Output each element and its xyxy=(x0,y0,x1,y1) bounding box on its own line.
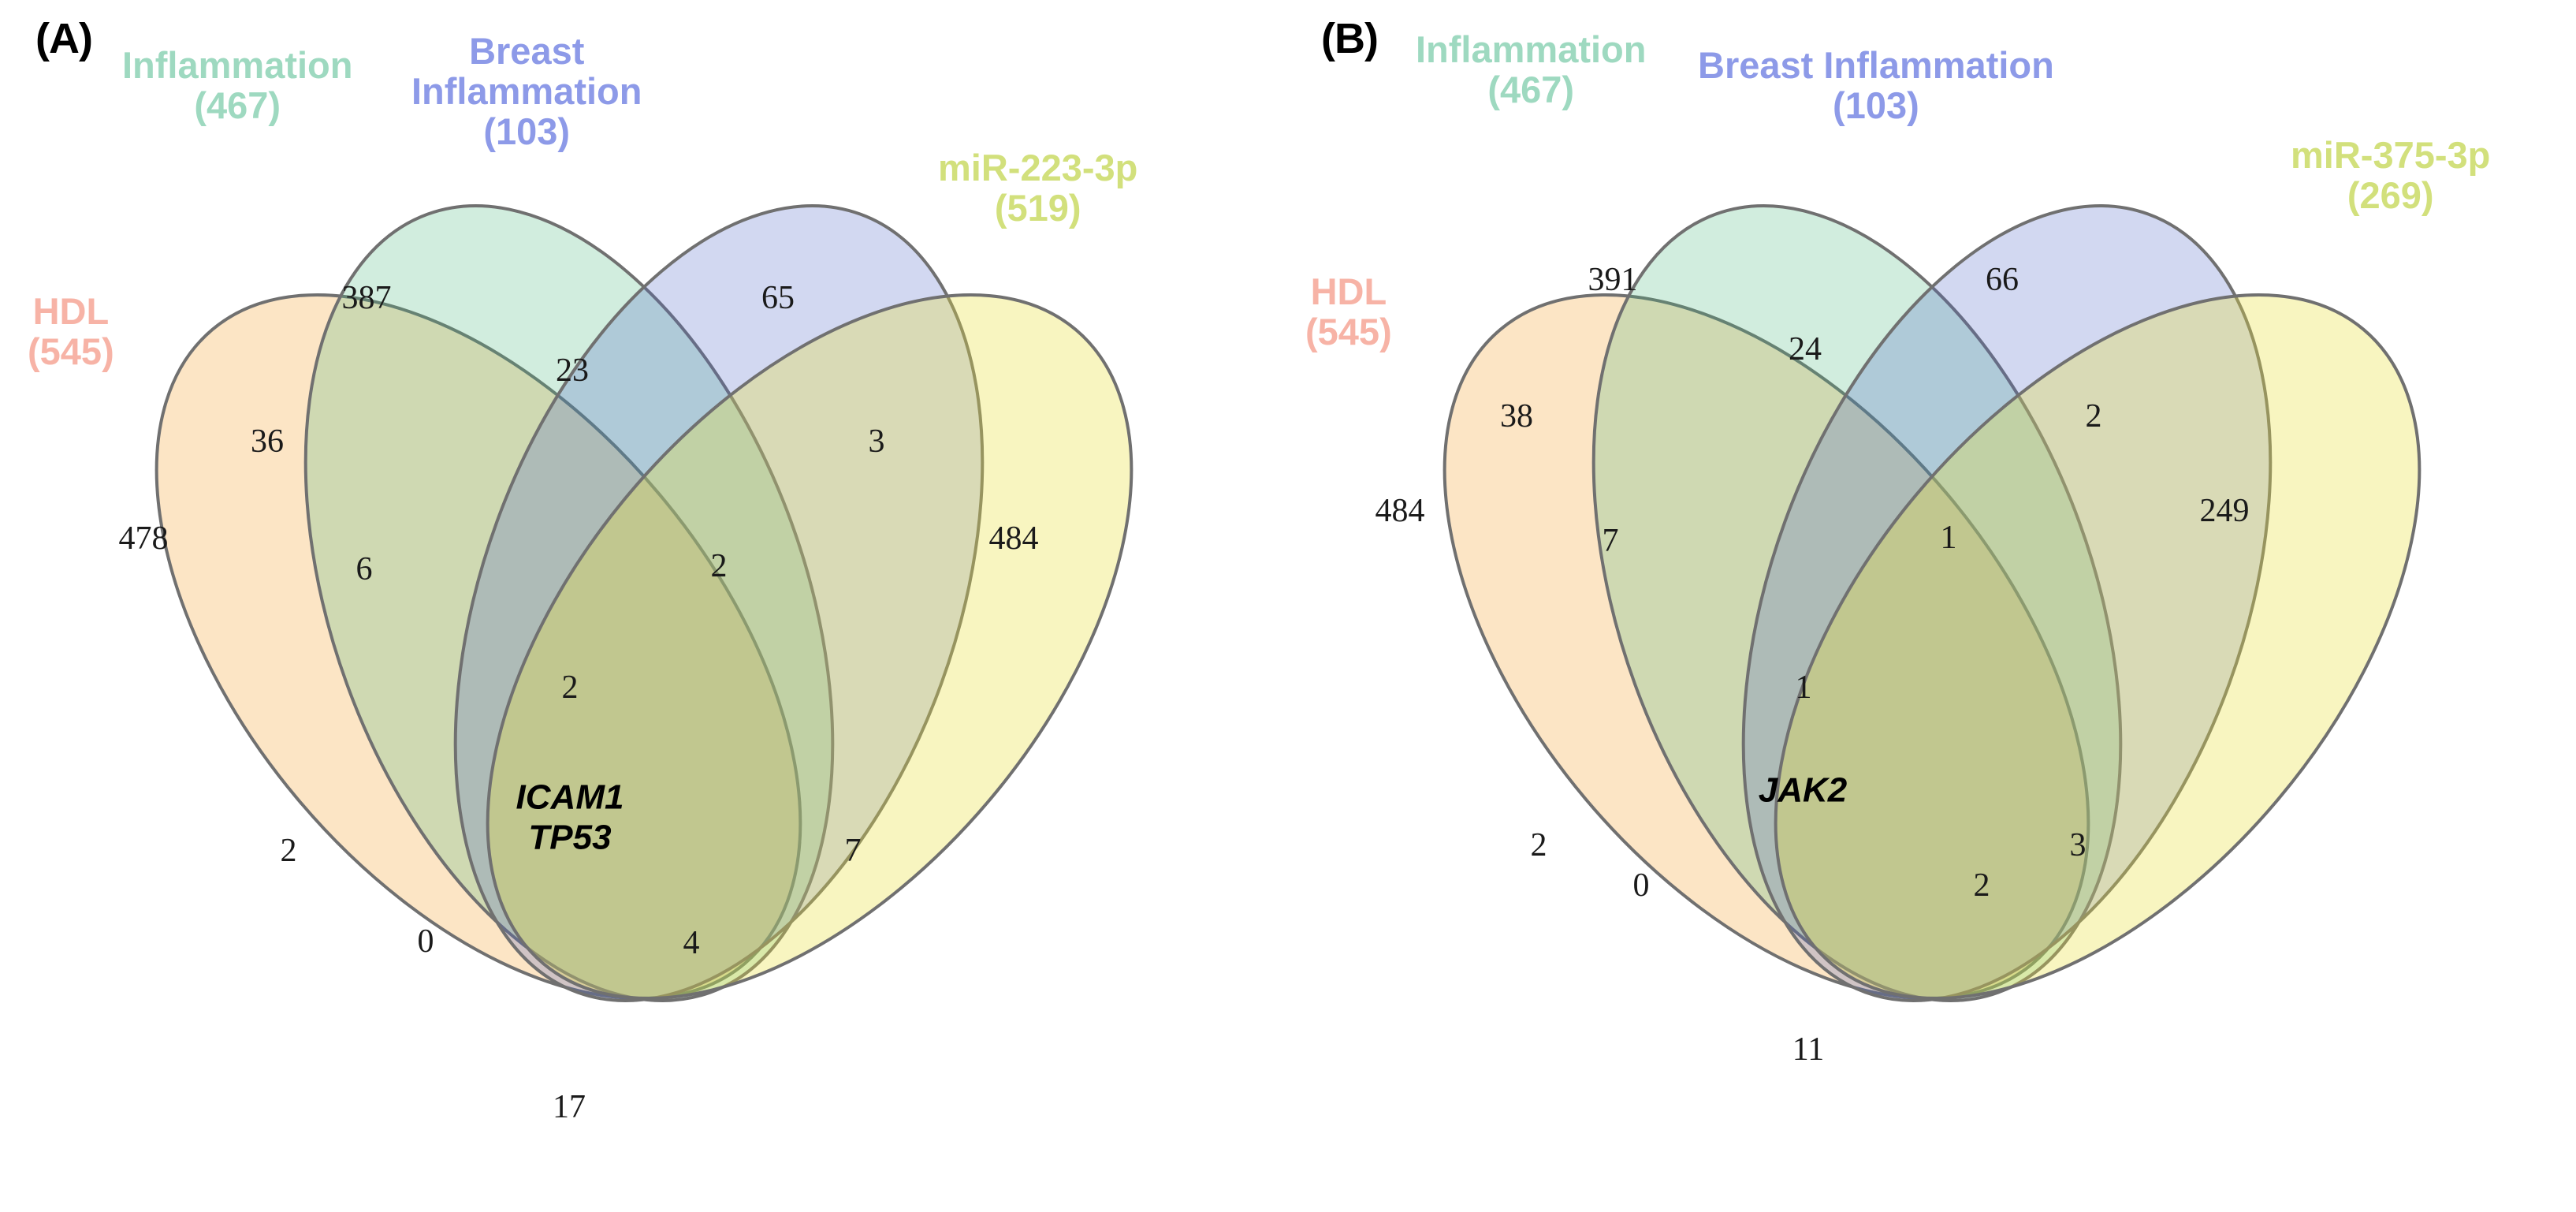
region-infl-bi-mir-a: 2 xyxy=(710,548,728,584)
set-label-mirna-a: miR-223-3p (519) xyxy=(938,147,1138,229)
region-hdl-infl-bi-b: 7 xyxy=(1602,523,1619,559)
panel-b-letter: (B) xyxy=(1321,15,1379,62)
region-hdl-bi-mir-b: 0 xyxy=(1632,867,1650,904)
region-infl-bi-mir-b: 1 xyxy=(1940,520,1957,556)
region-hdl-infl-b: 38 xyxy=(1500,398,1533,434)
ellipse-inflammation-a xyxy=(303,204,835,1002)
gene-name-jak2: JAK2 xyxy=(1758,770,1848,810)
region-infl-mir-b: 3 xyxy=(2069,827,2086,863)
set-label-inflammation-b: Inflammation (467) xyxy=(1416,28,1647,110)
region-hdl-bi-b: 2 xyxy=(1530,827,1547,863)
gene-label-b: JAK2 xyxy=(1759,771,1848,811)
region-hdl-only-a: 478 xyxy=(118,520,169,557)
venn-shapes-a xyxy=(154,204,1134,1002)
region-hdl-infl-bi-a: 6 xyxy=(356,551,373,587)
region-hdl-mir-a: 17 xyxy=(553,1089,586,1125)
ellipse-mirna-a xyxy=(486,293,1134,1001)
region-hdl-infl-a: 36 xyxy=(251,423,284,460)
region-hdl-bi-a: 2 xyxy=(280,833,297,869)
region-hdl-bi-mir-a: 0 xyxy=(417,923,434,960)
venn-shapes-b xyxy=(1442,204,2422,1002)
region-infl-only-b: 391 xyxy=(1588,262,1638,298)
region-bi-only-b: 66 xyxy=(1986,262,2019,298)
set-label-breast-inflammation-a: Breast Inflammation (103) xyxy=(411,30,642,152)
region-all-four-b: 1 xyxy=(1795,669,1812,706)
panel-a-letter: (A) xyxy=(35,15,93,62)
set-label-mirna-b: miR-375-3p (269) xyxy=(2291,134,2491,216)
region-hdl-infl-mir-a: 4 xyxy=(683,925,700,961)
ellipse-breast-inflammation-a xyxy=(453,204,985,1002)
region-infl-only-a: 387 xyxy=(341,280,392,316)
region-infl-mir-a: 7 xyxy=(844,833,862,869)
region-mir-only-a: 484 xyxy=(988,520,1039,557)
set-label-breast-inflammation-b: Breast Inflammation (103) xyxy=(1698,44,2054,126)
gene-label-a: ICAM1 TP53 xyxy=(516,778,624,857)
set-label-hdl-b: HDL (545) xyxy=(1305,270,1392,352)
set-label-hdl-a: HDL (545) xyxy=(28,290,114,372)
region-bi-only-a: 65 xyxy=(761,280,795,316)
ellipse-hdl-b xyxy=(1442,293,2090,1001)
gene-name-tp53: TP53 xyxy=(528,818,612,856)
region-hdl-mir-b: 11 xyxy=(1792,1031,1825,1068)
ellipse-mirna-b xyxy=(1774,293,2422,1001)
set-label-inflammation-a: Inflammation (467) xyxy=(122,44,353,126)
region-bi-mir-b: 2 xyxy=(2085,398,2102,434)
region-hdl-only-b: 484 xyxy=(1375,493,1425,529)
gene-name-icam1: ICAM1 xyxy=(516,778,624,817)
panel-b: (B) HDL (545) Inflammation (467) Breast … xyxy=(1288,0,2576,1212)
ellipse-breast-inflammation-b xyxy=(1741,204,2273,1002)
panel-a: (A) HDL (545) Inflammation (467) Breast … xyxy=(28,15,1138,1125)
region-bi-mir-a: 3 xyxy=(868,423,885,460)
region-infl-bi-a: 23 xyxy=(556,352,589,389)
region-hdl-infl-mir-b: 2 xyxy=(1973,867,1990,904)
region-all-four-a: 2 xyxy=(561,669,579,706)
region-infl-bi-b: 24 xyxy=(1789,331,1822,367)
region-mir-only-b: 249 xyxy=(2199,493,2250,529)
ellipse-inflammation-b xyxy=(1591,204,2123,1002)
